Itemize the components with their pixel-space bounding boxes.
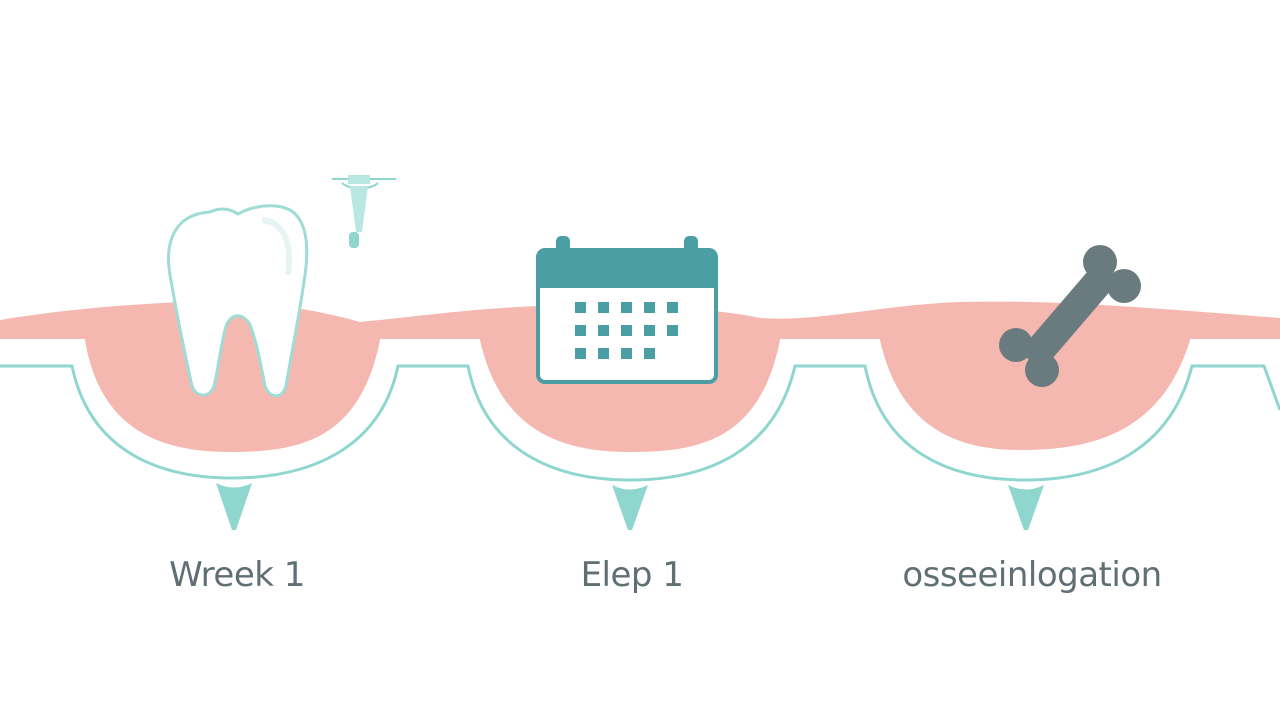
stage-label-week-1: Wreek 1 (169, 555, 305, 595)
tooth-icon (167, 204, 309, 398)
stage-label-osseointegration: osseeinlogation (902, 555, 1162, 595)
stage-label-step-1: Elep 1 (580, 555, 684, 595)
calendar-icon (536, 236, 718, 384)
teal-outline (0, 364, 1280, 482)
pointer-drop-3 (1008, 485, 1044, 530)
pointer-drop-2 (612, 485, 648, 530)
pointer-drop-1 (216, 483, 252, 530)
bone-icon (999, 245, 1141, 387)
implant-screw-icon (332, 175, 396, 248)
